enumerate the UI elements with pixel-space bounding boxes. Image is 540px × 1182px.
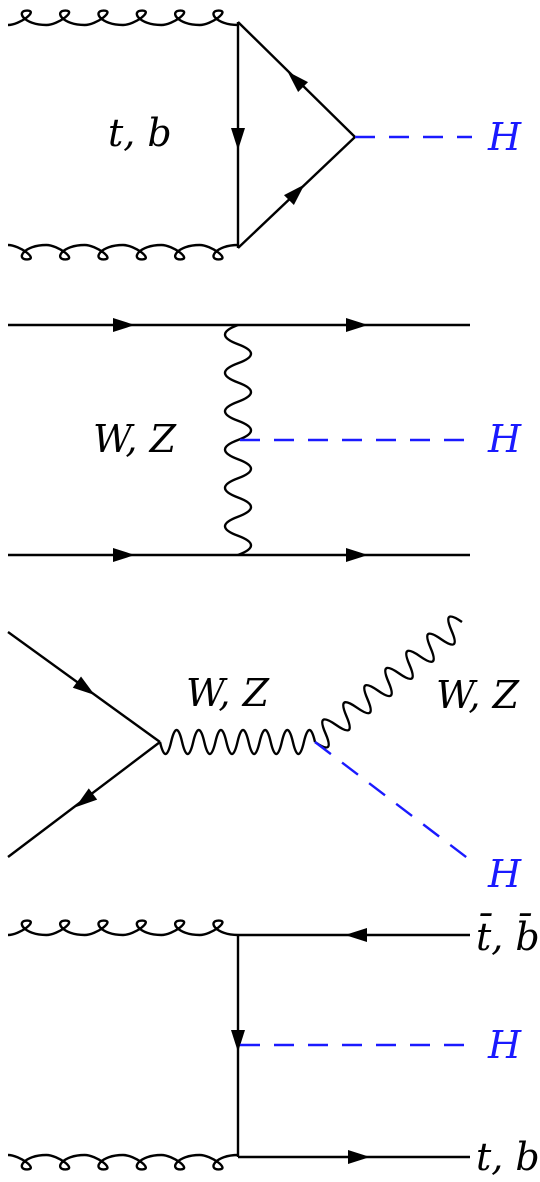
outgoing-boson-line xyxy=(314,615,463,749)
arrow-up-right-icon xyxy=(283,184,305,206)
higgs-line xyxy=(314,741,471,861)
diagram-vector-boson-fusion: W, Z H xyxy=(8,318,522,562)
top-antiquark-label: t̄, b̄ xyxy=(476,914,540,959)
diagram-higgs-strahlung: W, Z W, Z H xyxy=(7,615,522,896)
exchanged-boson-line xyxy=(223,323,253,557)
arrow-down-icon xyxy=(231,128,245,150)
higgs-label: H xyxy=(487,417,522,461)
incoming-gluon-top xyxy=(7,919,239,937)
incoming-gluon-bottom xyxy=(7,1153,239,1171)
arrow-right-icon xyxy=(348,1150,370,1164)
arrow-down-left-icon xyxy=(75,788,98,808)
arrow-right-icon xyxy=(346,548,368,562)
arrow-up-left-icon xyxy=(287,71,309,93)
arrow-right-icon xyxy=(113,548,135,562)
diagram-gluon-fusion: t, b H xyxy=(7,9,522,261)
incoming-gluon-top xyxy=(7,9,239,27)
arrow-down-icon xyxy=(231,1030,245,1052)
arrow-down-right-icon xyxy=(72,676,95,696)
higgs-label: H xyxy=(487,1023,522,1067)
higgs-label: H xyxy=(487,115,522,159)
boson-label: W, Z xyxy=(93,417,177,461)
arrow-left-icon xyxy=(345,928,367,942)
higgs-label: H xyxy=(487,852,522,896)
quark-loop-label: t, b xyxy=(108,111,172,155)
incoming-gluon-bottom xyxy=(7,243,239,261)
arrow-right-icon xyxy=(113,318,135,332)
bottom-quark-label: t, b xyxy=(476,1135,540,1179)
outgoing-boson-label: W, Z xyxy=(436,673,520,717)
diagram-associated-production: t̄, b̄ H t, b xyxy=(7,914,540,1179)
arrow-right-icon xyxy=(346,318,368,332)
internal-boson-line xyxy=(158,728,317,756)
internal-boson-label: W, Z xyxy=(186,671,270,715)
